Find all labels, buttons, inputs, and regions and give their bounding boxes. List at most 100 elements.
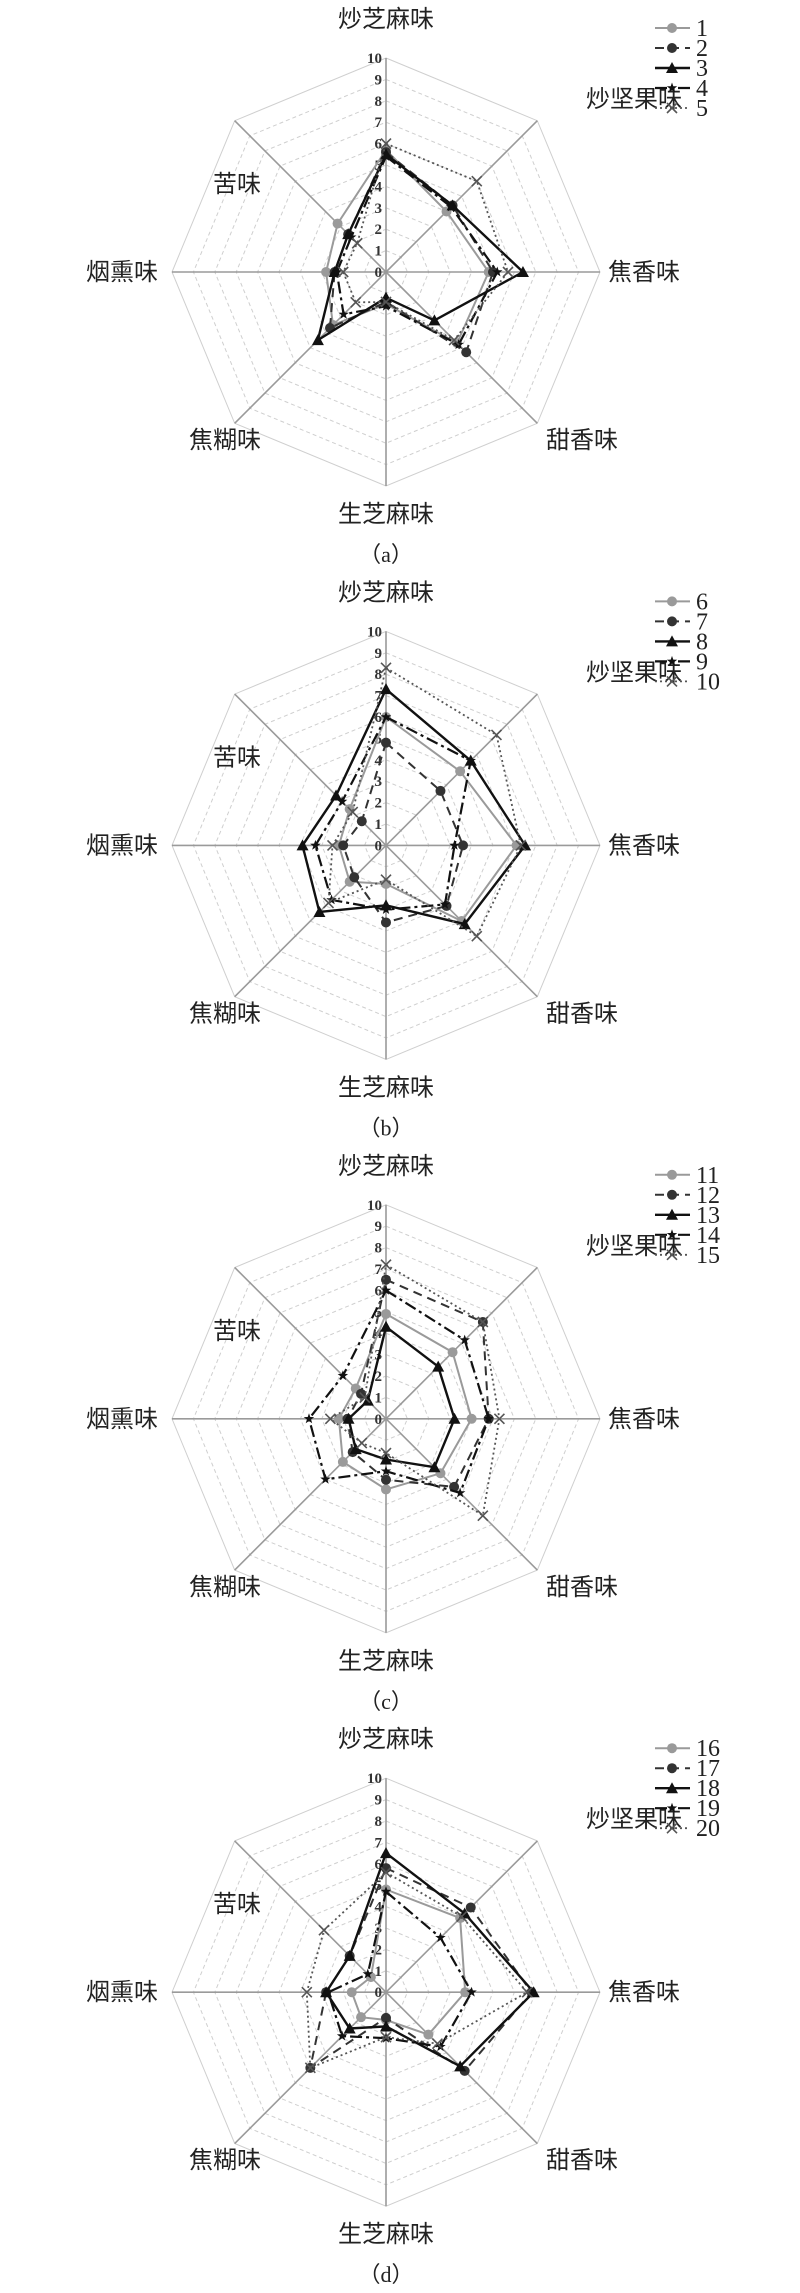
series-15: [324, 1259, 505, 1522]
data-point: [466, 1413, 477, 1424]
data-point: [381, 2012, 391, 2023]
data-point: [471, 930, 483, 942]
legend-marker: [667, 596, 677, 607]
data-point: [439, 898, 451, 909]
legend-label: 5: [696, 96, 708, 122]
legend-marker: [666, 102, 678, 114]
series-16: [346, 1884, 471, 2040]
tick-label: 6: [375, 1857, 383, 1873]
legend-label: 7: [696, 609, 708, 635]
legend-marker: [666, 655, 678, 666]
data-point: [455, 766, 466, 777]
data-point: [490, 729, 503, 741]
data-point: [380, 874, 392, 886]
data-point: [296, 839, 309, 851]
tick-label: 9: [375, 646, 383, 662]
legend-label: 2: [696, 36, 708, 62]
data-point: [459, 1334, 470, 1345]
grid-ring: [278, 164, 494, 380]
radar-chart-d: 炒芝麻味炒坚果味焦香味甜香味生芝麻味焦糊味烟熏味苦味01234567891016…: [86, 1725, 720, 2287]
tick-label: 8: [375, 1814, 383, 1830]
tick-label: 10: [367, 1771, 382, 1787]
axis-label: 苦味: [213, 743, 261, 771]
tick-label: 5: [375, 158, 383, 174]
grid-ring: [278, 737, 494, 953]
tick-label: 10: [367, 51, 382, 67]
data-point: [380, 296, 392, 308]
tick-label: 2: [375, 1369, 383, 1385]
axis-label: 烟熏味: [86, 258, 158, 286]
series-line: [342, 142, 510, 342]
tick-label: 8: [375, 1241, 383, 1257]
tick-label: 5: [375, 731, 383, 747]
axis-label: 生芝麻味: [338, 500, 434, 528]
chart-caption: （c）: [359, 1689, 413, 1714]
data-point: [380, 683, 392, 695]
data-point: [356, 2012, 367, 2023]
data-point: [471, 175, 483, 187]
data-point: [381, 1474, 391, 1485]
data-point: [349, 1443, 362, 1455]
legend-marker: [666, 635, 678, 647]
tick-label: 4: [375, 753, 383, 769]
axis-label: 生芝麻味: [338, 1073, 434, 1101]
legend-label: 20: [696, 1816, 720, 1842]
data-point: [521, 1986, 533, 1998]
legend-marker: [667, 1763, 677, 1774]
data-point: [466, 1986, 477, 1997]
data-point: [337, 266, 349, 278]
tick-label: 0: [375, 1412, 383, 1428]
radar-chart-c: 炒芝麻味炒坚果味焦香味甜香味生芝麻味焦糊味烟熏味苦味01234567891011…: [86, 1152, 720, 1714]
tick-label: 10: [367, 624, 382, 640]
data-point: [342, 1412, 355, 1424]
axis-label: 炒坚果味: [586, 658, 682, 686]
data-point: [454, 2060, 467, 2072]
legend-marker: [667, 23, 677, 33]
tick-label: 7: [375, 115, 383, 131]
radar-chart-a: 炒芝麻味炒坚果味焦香味甜香味生芝麻味焦糊味烟熏味苦味01234567891012…: [86, 5, 708, 567]
legend-marker: [667, 616, 677, 627]
data-point: [321, 267, 332, 277]
tick-label: 7: [375, 1835, 383, 1851]
chart-caption: （d）: [358, 2262, 413, 2287]
data-point: [301, 1986, 313, 1998]
data-point: [477, 1510, 489, 1522]
series-line: [316, 152, 526, 343]
legend-marker: [666, 1229, 678, 1240]
data-point: [431, 2038, 444, 2050]
data-point: [318, 1924, 330, 1936]
data-point: [381, 1308, 391, 1319]
axis-label: 焦糊味: [189, 1573, 261, 1601]
data-point: [343, 1949, 356, 1961]
data-point: [381, 737, 391, 748]
series-line: [328, 1263, 501, 1518]
axis-line: [385, 120, 538, 273]
data-point: [337, 1456, 348, 1467]
axis-label: 苦味: [213, 1890, 261, 1918]
tick-label: 1: [375, 1964, 383, 1980]
tick-label: 2: [375, 796, 383, 812]
series-line: [305, 1871, 529, 2070]
data-point: [351, 237, 363, 249]
tick-label: 4: [375, 179, 383, 195]
series-line: [326, 1889, 473, 2048]
data-point: [356, 816, 367, 827]
legend-marker: [666, 675, 678, 687]
data-point: [330, 789, 343, 801]
axis-label: 炒坚果味: [586, 85, 682, 113]
data-point: [380, 300, 392, 311]
axis-line: [234, 271, 387, 424]
data-point: [428, 314, 441, 326]
data-point: [323, 1986, 334, 1997]
data-point: [527, 1986, 540, 1998]
data-point: [456, 1910, 468, 1923]
data-point: [502, 266, 514, 278]
data-point: [380, 1447, 392, 1459]
data-point: [326, 839, 339, 851]
legend-marker: [667, 1743, 677, 1754]
legend-marker: [667, 1189, 677, 1200]
series-12: [342, 1274, 494, 1492]
axis-label: 烟熏味: [86, 831, 158, 859]
data-point: [515, 839, 527, 851]
